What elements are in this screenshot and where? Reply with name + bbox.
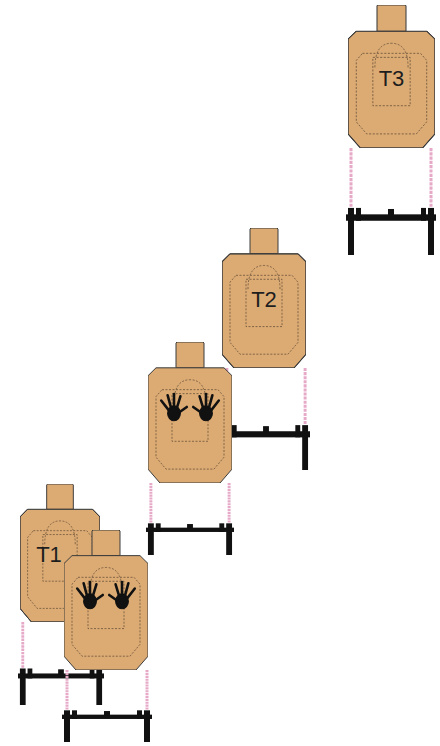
target-label: T3	[348, 67, 435, 91]
target: T2	[222, 254, 306, 368]
target-label: T2	[222, 288, 306, 312]
target: T3	[348, 31, 435, 148]
target-outline	[348, 31, 435, 148]
target-outline	[222, 254, 306, 368]
